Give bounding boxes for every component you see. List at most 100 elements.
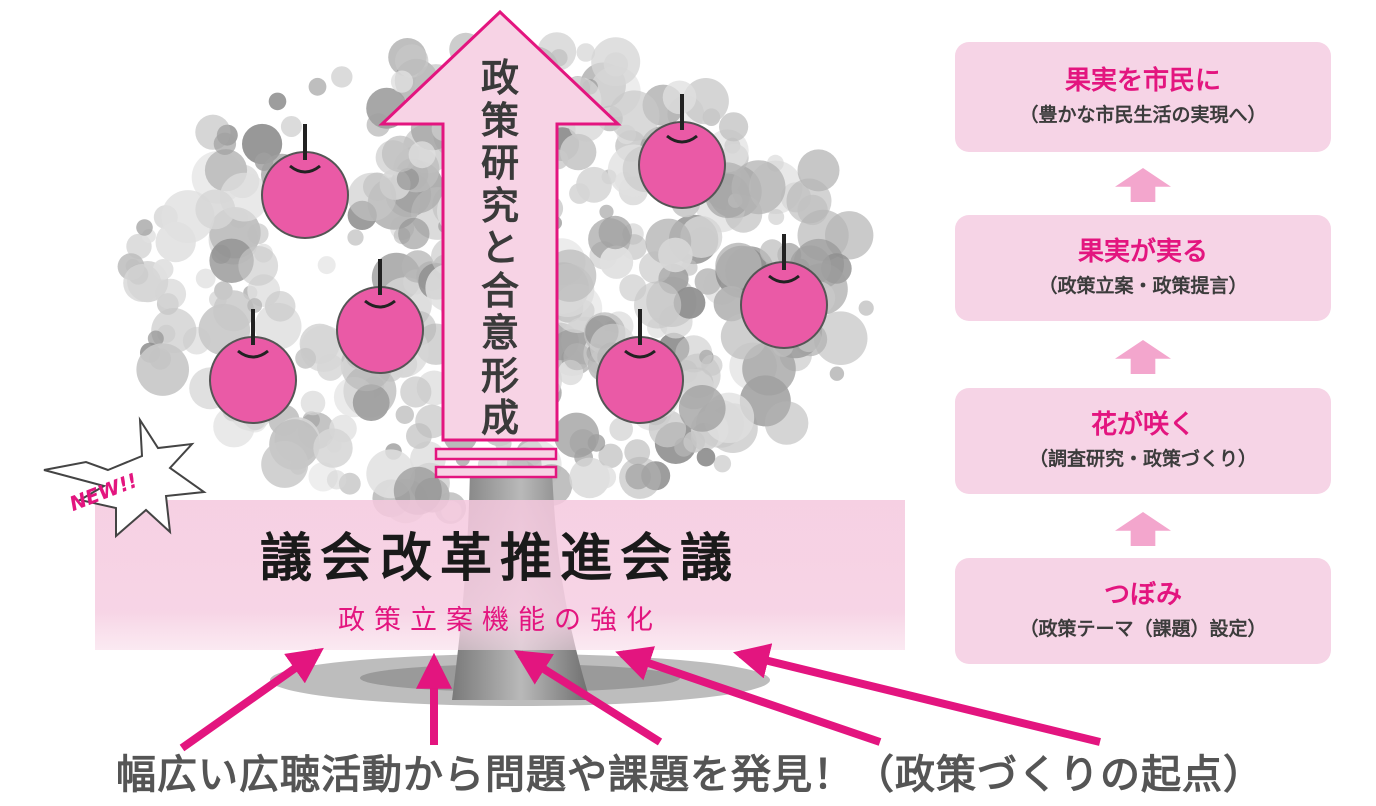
- foliage-dot: [247, 223, 269, 245]
- foliage-dot: [675, 335, 713, 373]
- foliage-dot: [713, 455, 732, 473]
- foliage-dot: [592, 465, 617, 489]
- foliage-dot: [155, 221, 196, 263]
- foliage-dot: [797, 149, 840, 192]
- foliage-dot: [576, 166, 612, 203]
- arrow-char: 究: [480, 183, 519, 228]
- foliage-dot: [713, 286, 749, 322]
- foliage-dot: [268, 92, 287, 111]
- stage-fruit-bears: 果実が実る （政策立案・政策提言）: [955, 215, 1331, 321]
- apple-icon: [740, 234, 828, 349]
- foliage-dot: [400, 376, 432, 408]
- foliage-dot: [398, 217, 430, 250]
- foliage-dot: [209, 290, 227, 309]
- foliage-dot: [673, 286, 706, 319]
- stage-subtitle: （豊かな市民生活の実現へ）: [1019, 104, 1267, 126]
- foliage-dot: [829, 366, 845, 381]
- input-arrow: [513, 650, 663, 746]
- foliage-dot: [599, 245, 634, 279]
- foliage-dot: [155, 278, 187, 310]
- arrow-char: 成: [480, 396, 519, 440]
- foliage-dot: [719, 112, 749, 142]
- stage-subtitle: （調査研究・政策づくり）: [1028, 448, 1257, 470]
- banner-subtitle: 政策立案機能の強化: [338, 605, 662, 636]
- foliage-dot: [136, 343, 189, 396]
- consensus-arrow: [378, 9, 622, 442]
- stage-flower-blooms: 花が咲く （調査研究・政策づくり）: [955, 388, 1331, 494]
- apple-icon: [261, 124, 349, 239]
- arrow-char: 意: [480, 311, 519, 355]
- banner-band: [95, 500, 905, 650]
- stage-fruit-to-citizens: 果実を市民に （豊かな市民生活の実現へ）: [955, 42, 1331, 152]
- foliage-dot: [634, 281, 682, 329]
- foliage-dot: [317, 354, 344, 381]
- foliage-dot: [295, 347, 316, 369]
- foliage-dot: [598, 443, 623, 468]
- arrow-char: 策: [480, 98, 519, 143]
- foliage-dot: [678, 385, 726, 432]
- consensus-arrow-label: 政 策 研 究 と 合 意 形 成: [476, 58, 524, 438]
- foliage-dot: [683, 431, 705, 453]
- foliage-dot: [317, 256, 336, 275]
- foliage-dot: [702, 108, 721, 126]
- foliage-dot: [609, 417, 633, 442]
- new-starburst: [43, 416, 207, 539]
- apple-icon: [638, 94, 726, 209]
- foliage-dot: [608, 90, 660, 141]
- foliage-dot: [213, 132, 237, 155]
- stage-title: 果実を市民に: [1064, 66, 1221, 96]
- foliage-dot: [347, 172, 397, 222]
- foliage-dot: [326, 470, 347, 490]
- foliage-dot: [396, 168, 419, 191]
- foliage-dot: [858, 300, 874, 316]
- foliage-dot: [147, 330, 164, 347]
- foliage-dot: [381, 135, 419, 173]
- foliage-dot: [195, 189, 236, 230]
- foliage-dot: [598, 215, 632, 250]
- input-arrow: [179, 647, 324, 752]
- foliage-dot: [238, 246, 279, 286]
- foliage-dot: [760, 239, 785, 264]
- foliage-dot: [123, 264, 162, 302]
- foliage-dot: [415, 404, 449, 439]
- foliage-dot: [352, 384, 390, 421]
- apple-icon: [336, 259, 424, 374]
- arrow-char: 合: [480, 268, 519, 313]
- foliage-dot: [694, 268, 722, 295]
- foliage-dot: [395, 44, 429, 78]
- stage-subtitle: （政策テーマ（課題）設定）: [1019, 618, 1267, 640]
- foliage-dot: [563, 343, 591, 371]
- foliage-dot: [395, 405, 414, 424]
- stage-title: つぼみ: [1103, 580, 1182, 610]
- foliage-dot: [300, 390, 326, 416]
- stage-bud: つぼみ （政策テーマ（課題）設定）: [955, 558, 1331, 664]
- foliage-dot: [658, 237, 693, 273]
- foliage-dot: [576, 43, 596, 62]
- foliage-dot: [768, 209, 785, 225]
- foliage-dot: [408, 141, 436, 169]
- foliage-dot: [308, 77, 327, 96]
- foliage-dot: [553, 412, 600, 458]
- arrow-char: 形: [480, 353, 519, 398]
- apple-icon: [596, 309, 684, 424]
- foliage-dot: [280, 116, 302, 137]
- foliage-dot: [261, 440, 309, 488]
- foliage-dot: [591, 37, 641, 87]
- banner-title: 議会改革推進会議: [259, 528, 740, 589]
- foliage-dot: [619, 456, 662, 499]
- foliage-dot: [599, 204, 614, 219]
- foliage-dot: [560, 133, 597, 171]
- apple-icon: [209, 309, 297, 424]
- arrow-char: 政: [480, 56, 519, 100]
- foliage-dot: [264, 291, 296, 322]
- foliage-dot: [331, 66, 353, 88]
- arrow-char: と: [480, 226, 519, 270]
- foliage-dot: [242, 123, 283, 165]
- stage-subtitle: （政策立案・政策提言）: [1038, 275, 1248, 297]
- stage-title: 果実が実る: [1077, 237, 1208, 267]
- input-arrows: [179, 643, 1101, 752]
- bottom-caption: 幅広い広聴活動から問題や課題を発見！（政策づくりの起点）: [116, 752, 1264, 798]
- foliage-dot: [390, 70, 414, 93]
- apples: [209, 94, 828, 424]
